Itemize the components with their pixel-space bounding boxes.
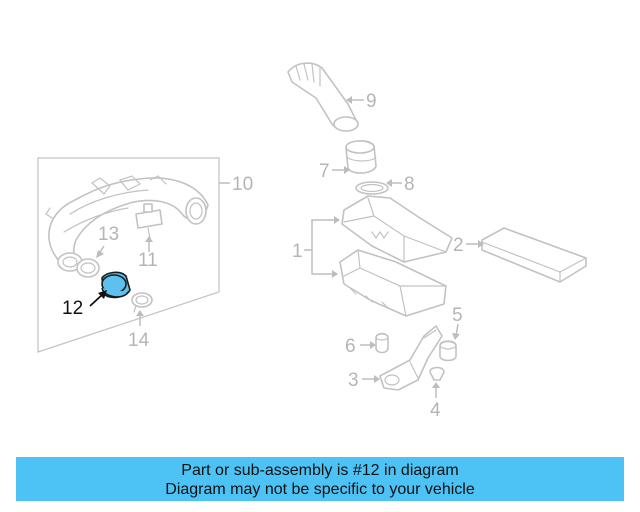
callout-12: 12 [62,298,83,319]
part-3-bracket[interactable] [379,325,443,391]
callout-7: 7 [319,161,330,182]
callout-5: 5 [452,305,463,326]
callout-14: 14 [128,330,150,351]
part-7-adapter[interactable] [345,140,377,174]
part-1-airbox-housing[interactable] [339,249,447,317]
part-9-flex-hose[interactable] [287,62,359,132]
part-8-seal-ring[interactable] [355,181,389,195]
part-14-clamp[interactable] [131,292,153,313]
banner-line-2: Diagram may not be specific to your vehi… [165,481,475,498]
info-banner: Part or sub-assembly is #12 in diagram D… [16,457,624,501]
part-12-coupler[interactable] [101,271,131,299]
callout-3: 3 [348,370,359,391]
callout-6: 6 [345,336,356,357]
part-2-filter-element[interactable] [481,227,587,283]
callout-10: 10 [232,174,253,195]
assembly-panel-10 [37,157,220,353]
part-13-clamp[interactable] [76,258,100,278]
callout-2: 2 [453,235,464,256]
part-10-intake-tube[interactable] [45,175,209,272]
part-6-grommet[interactable] [375,332,389,354]
part-5-bushing[interactable] [439,340,457,362]
callout-9: 9 [366,91,377,112]
callout-4: 4 [430,400,441,421]
leader-lines [89,96,484,398]
callout-8: 8 [404,174,415,195]
callout-1: 1 [292,241,303,262]
part-11-sensor[interactable] [135,203,163,239]
part-1-airbox-cover[interactable] [341,195,453,263]
part-4-clip[interactable] [429,366,445,381]
callout-11: 11 [138,250,158,271]
callout-labels: 9 7 8 10 1 2 13 11 12 14 6 5 3 4 [62,91,464,421]
banner-line-1: Part or sub-assembly is #12 in diagram [181,462,459,479]
callout-13: 13 [98,224,119,245]
